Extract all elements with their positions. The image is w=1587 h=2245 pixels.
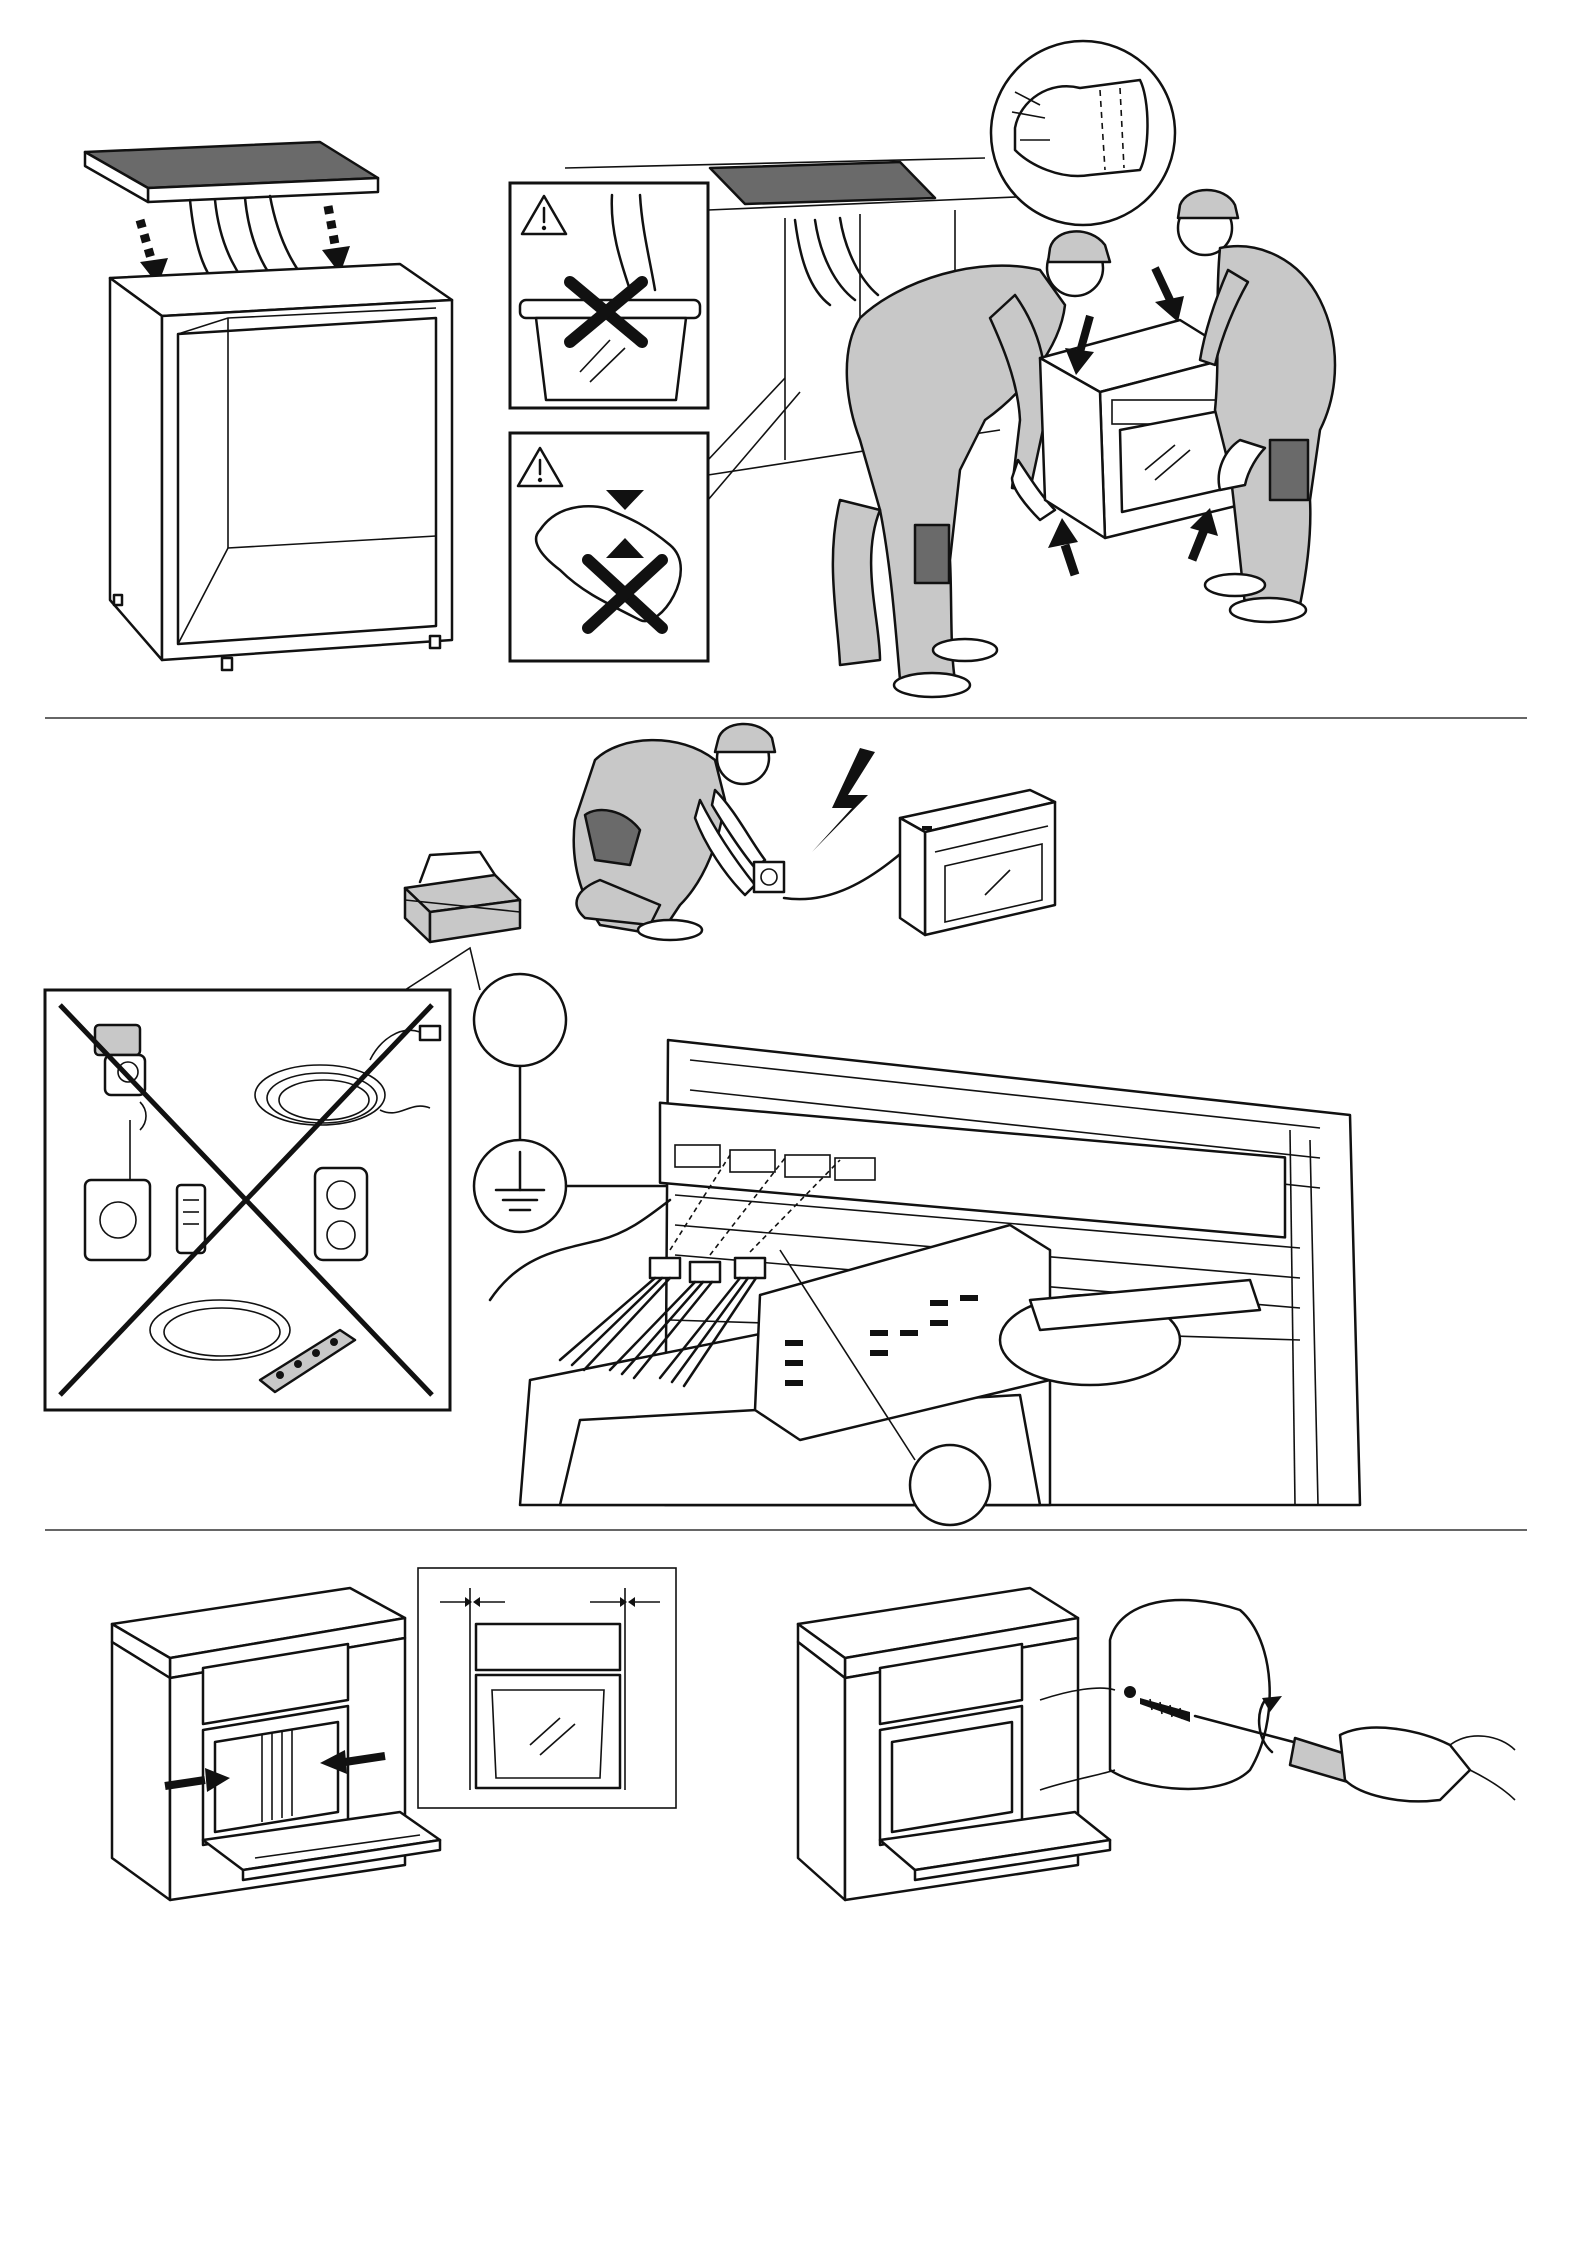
warning-box-cable: [510, 433, 708, 661]
prohibited-accessories-box: [45, 948, 480, 1410]
down-arrow-icon: [322, 206, 350, 274]
ground-symbol-icon: [474, 1140, 566, 1232]
protective-glove-icon: [991, 41, 1175, 225]
built-in-oven-illustration: [900, 790, 1055, 935]
cabinet-with-hob-illustration: [85, 142, 452, 670]
clearance-detail-box: [418, 1568, 676, 1808]
up-arrow-icon: [1048, 518, 1078, 575]
warning-box-handle: [510, 183, 708, 408]
oven-screw-fixing-illustration: [798, 1588, 1515, 1900]
measurement-arrow-icon: [440, 1597, 660, 1607]
oven-clearance-cabinet-illustration: [112, 1588, 440, 1900]
oven-rear-terminal-illustration: [490, 1040, 1360, 1525]
down-arrow-icon: [1155, 268, 1184, 322]
two-workers-lifting-oven: [833, 190, 1335, 697]
toolbox-icon: [405, 852, 520, 942]
lightning-bolt-icon: [812, 748, 875, 852]
electrician-kneeling-illustration: [574, 724, 905, 940]
ground-connection-diagram: [474, 974, 672, 1232]
